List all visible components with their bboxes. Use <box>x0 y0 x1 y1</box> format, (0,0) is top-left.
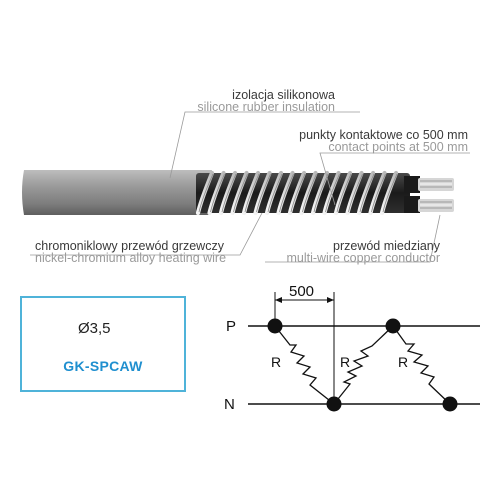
diameter-label: Ø3,5 <box>78 320 111 337</box>
coil-wrap <box>322 170 341 216</box>
label-insulation-en: silicone rubber insulation <box>197 100 335 114</box>
copper-conductor-top <box>404 176 454 193</box>
leader-insulation <box>169 111 360 179</box>
coil-wrap <box>264 170 284 216</box>
label-contact-en: contact points at 500 mm <box>328 140 468 154</box>
coil-wrap <box>218 170 238 216</box>
coil-wrap-shadow <box>382 173 398 213</box>
coil-wrap <box>368 170 387 216</box>
coil-wrap-shadow <box>244 173 260 213</box>
label-contact-pl: punkty kontaktowe co 500 mm <box>299 128 468 142</box>
coil-wrap <box>241 170 261 216</box>
line-n-label: N <box>224 396 235 413</box>
coil-wrap <box>310 170 330 216</box>
node-p2 <box>385 318 401 334</box>
coil-wrap <box>276 170 295 216</box>
copper-conductor-bottom <box>404 196 454 213</box>
node-n2 <box>442 396 458 412</box>
heating-coil <box>195 170 399 216</box>
coil-wrap-shadow <box>256 173 271 213</box>
coil-wrap-shadow <box>267 173 283 213</box>
resistor-label-3: R <box>398 354 409 370</box>
coil-wrap-shadow <box>325 173 340 213</box>
resistor-1 <box>274 325 335 405</box>
resistor-label-2: R <box>340 354 351 370</box>
coil-wrap <box>333 170 353 216</box>
coil-wrap-shadow <box>221 173 237 213</box>
coil-wrap <box>299 170 318 216</box>
label-insulation-pl: izolacja silikonowa <box>232 88 335 102</box>
label-heating-en: nickel-chromium alloy heating wire <box>35 251 227 265</box>
coil-wrap <box>195 170 215 216</box>
label-heating-pl: chromoniklowy przewód grzewczy <box>35 239 224 253</box>
coil-wrap-shadow <box>290 173 306 213</box>
line-p-label: P <box>226 318 237 335</box>
coil-wrap <box>287 170 307 216</box>
coil-wrap-shadow <box>210 173 225 213</box>
label-copper-en: multi-wire copper conductor <box>286 251 440 265</box>
coil-wrap-shadow <box>371 173 386 213</box>
cable-illustration <box>22 170 454 216</box>
coil-wrap <box>207 170 226 216</box>
dimension-arrow-right <box>327 297 334 303</box>
resistor-label-1: R <box>271 354 282 370</box>
coil-wrap-shadow <box>198 173 214 213</box>
coil-wrap-shadow <box>233 173 248 213</box>
circuit-schematic <box>248 292 480 412</box>
model-name: GK-SPCAW <box>63 358 143 374</box>
leader-heating <box>30 212 263 256</box>
leader-contact <box>319 152 470 206</box>
coil-wrap <box>345 170 364 216</box>
silicone-jacket <box>22 170 212 215</box>
resistor-2 <box>333 325 394 405</box>
dimension-arrow-left <box>275 297 282 303</box>
coil-wrap <box>230 170 249 216</box>
coil-wrap <box>356 170 376 216</box>
coil-wrap-shadow <box>279 173 294 213</box>
coil-wrap-shadow <box>359 173 375 213</box>
leader-copper <box>265 214 441 263</box>
resistor-3 <box>392 325 451 405</box>
node-p1 <box>267 318 283 334</box>
spec-box <box>20 296 186 392</box>
spacing-label: 500 <box>289 283 315 300</box>
node-n1 <box>326 396 342 412</box>
coil-wrap-shadow <box>336 173 352 213</box>
coil-wrap-shadow <box>302 173 317 213</box>
label-copper-pl: przewód miedziany <box>333 239 440 253</box>
coil-wrap <box>253 170 272 216</box>
coil-wrap <box>379 170 399 216</box>
coil-wrap-shadow <box>348 173 363 213</box>
